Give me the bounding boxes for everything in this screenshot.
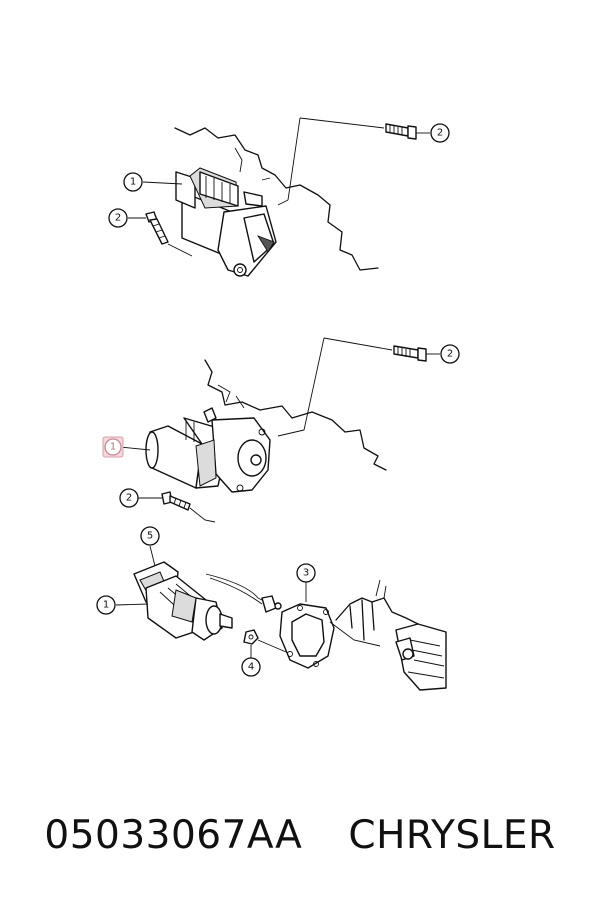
engine-block-outline-top — [174, 127, 379, 271]
leader-line-top-bolt — [277, 117, 385, 206]
transmission-housing — [329, 579, 447, 691]
engine-block-outline-middle — [204, 359, 387, 471]
wiring-harness — [205, 573, 271, 605]
callout-top-starter: 1 — [123, 172, 143, 192]
starter-motor-bottom — [145, 575, 233, 641]
svg-text:1: 1 — [103, 600, 109, 611]
callout-top-bolt-right: 2 — [430, 123, 450, 143]
svg-text:2: 2 — [447, 349, 453, 360]
part-caption: 05033067AA CHRYSLER — [0, 800, 600, 870]
svg-text:4: 4 — [248, 662, 254, 673]
svg-text:1: 1 — [110, 442, 116, 453]
callout-top-bolt-left: 2 — [108, 208, 128, 228]
view-top: 1 2 2 — [108, 117, 450, 277]
starter-motor-top — [175, 167, 277, 277]
bolt-middle-left — [138, 491, 216, 523]
bolt-top-right — [385, 123, 430, 140]
leader-line-middle-bolt — [277, 337, 393, 437]
starter-motor-exploded-diagram: 1 2 2 — [96, 117, 460, 691]
bolt-top-left — [128, 211, 193, 257]
svg-text:5: 5 — [147, 531, 153, 542]
callout-bottom-starter: 1 — [96, 595, 116, 615]
callout-middle-bolt-left: 2 — [119, 488, 139, 508]
svg-text:2: 2 — [115, 213, 121, 224]
callout-middle-starter[interactable]: 1 — [102, 436, 124, 458]
callout-bottom-shield: 5 — [140, 526, 160, 546]
bolt-middle-right — [393, 345, 440, 362]
brand-name: CHRYSLER — [348, 812, 556, 858]
mounting-plate — [279, 582, 335, 669]
view-bottom: 5 1 3 4 — [96, 526, 447, 691]
callout-middle-bolt-right: 2 — [440, 344, 460, 364]
part-number: 05033067AA — [44, 812, 303, 858]
starter-motor-middle — [145, 407, 271, 493]
callout-bottom-nut: 4 — [241, 657, 261, 677]
nut — [243, 629, 287, 658]
svg-text:1: 1 — [130, 177, 136, 188]
svg-text:2: 2 — [126, 493, 132, 504]
svg-text:3: 3 — [303, 568, 309, 579]
svg-text:2: 2 — [437, 128, 443, 139]
view-middle: 1 2 2 — [102, 337, 460, 523]
callout-bottom-plate: 3 — [296, 563, 316, 583]
